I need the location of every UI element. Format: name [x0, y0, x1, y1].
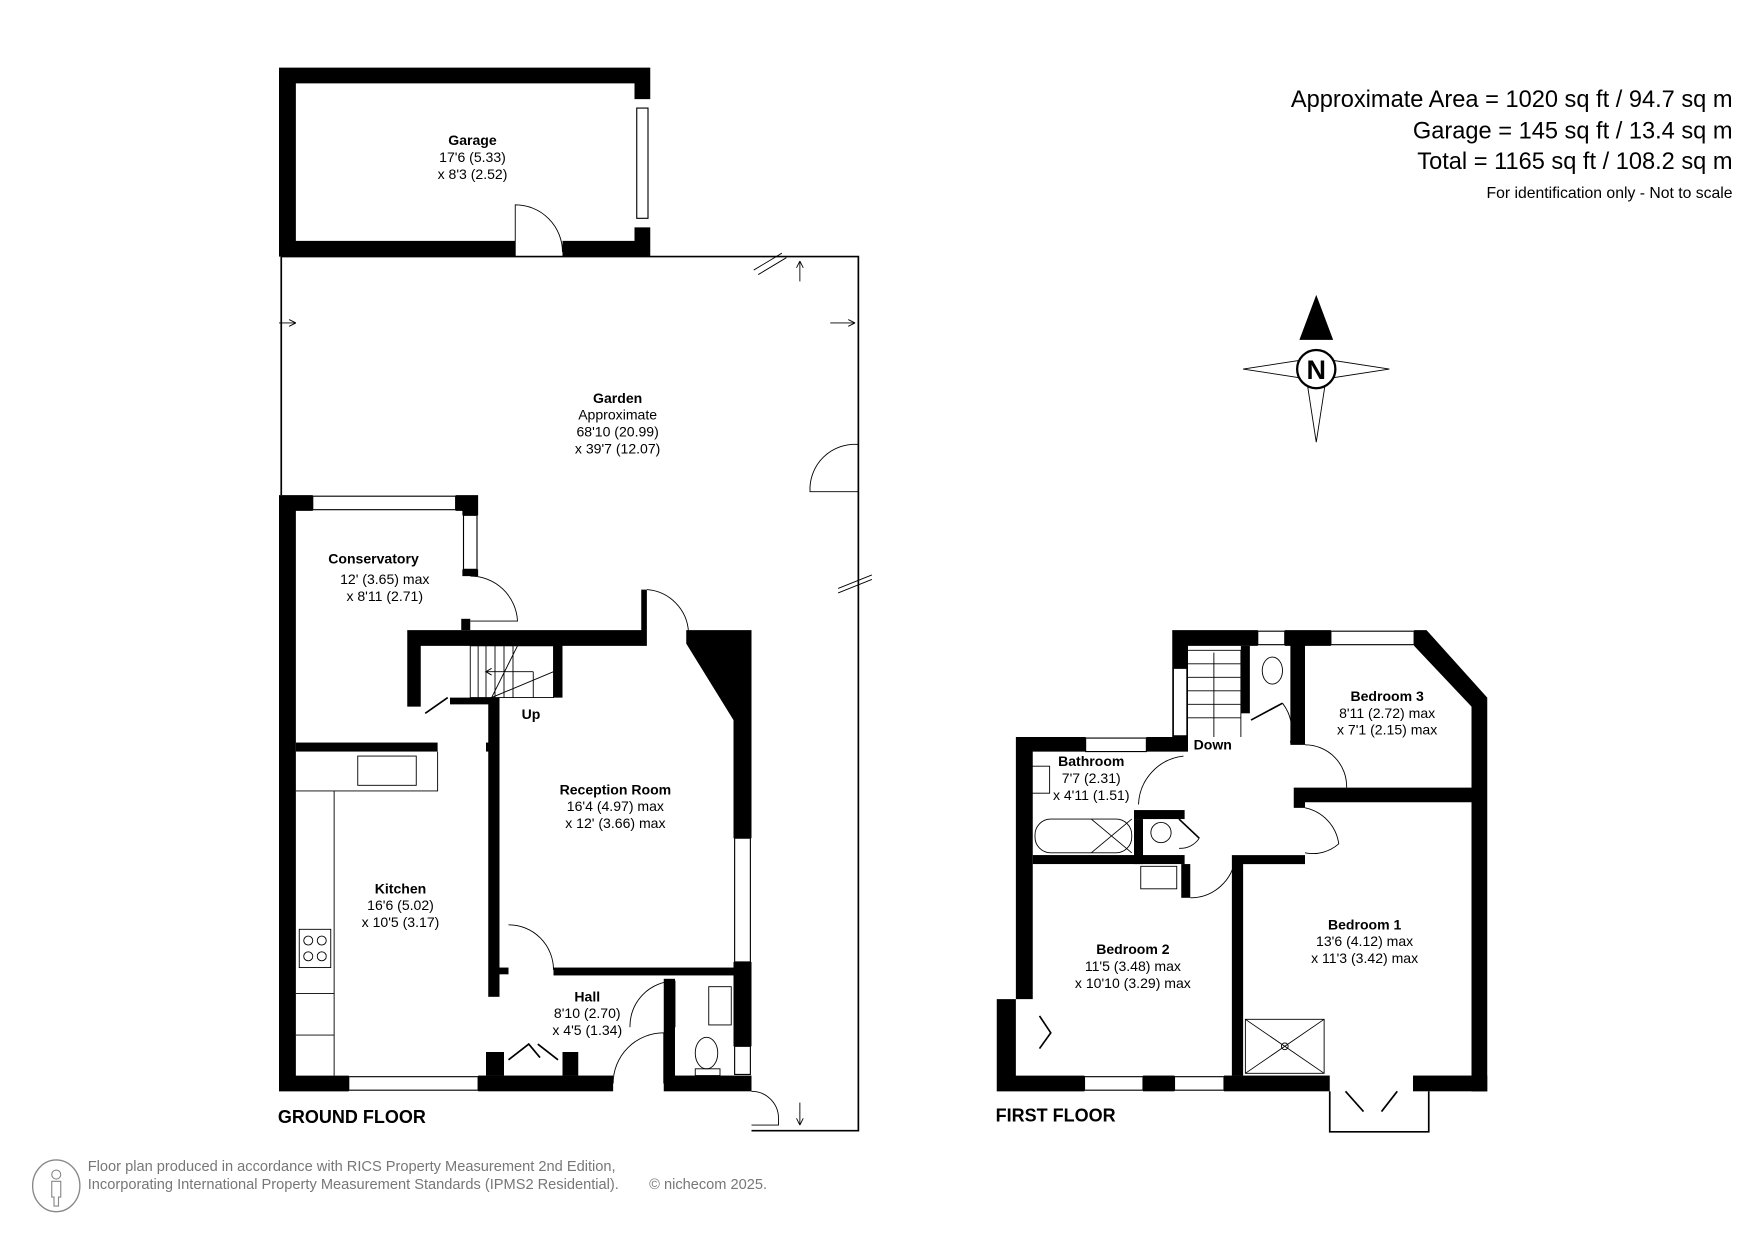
- room-dimension: x 10'5 (3.17): [362, 914, 440, 930]
- room-dimension: 16'6 (5.02): [367, 897, 434, 913]
- room-name: Bedroom 3: [1350, 688, 1424, 704]
- room-name: Garage: [448, 132, 497, 148]
- room-dimension: Approximate: [578, 407, 657, 423]
- total-area: Total = 1165 sq ft / 108.2 sq m: [1417, 149, 1732, 175]
- stairs-down-label: Down: [1194, 736, 1232, 752]
- room-dimension: 7'7 (2.31): [1062, 770, 1121, 786]
- room-reception: Reception Room 16'4 (4.97) max x 12' (3.…: [560, 781, 672, 831]
- room-name: Bedroom 1: [1328, 916, 1402, 932]
- first-floor-label: FIRST FLOOR: [996, 1106, 1116, 1126]
- ground-floor-plan: Up Garage 17'6 (5.33) x 8'3 (2.52): [278, 67, 873, 1132]
- area-summary: Approximate Area = 1020 sq ft / 94.7 sq …: [1291, 87, 1733, 202]
- compass-north-icon: N: [1243, 294, 1390, 443]
- room-dimension: x 39'7 (12.07): [575, 440, 660, 456]
- room-dimension: x 10'10 (3.29) max: [1075, 975, 1191, 991]
- room-bathroom: Bathroom 7'7 (2.31) x 4'11 (1.51): [1053, 753, 1130, 803]
- room-kitchen: Kitchen 16'6 (5.02) x 10'5 (3.17): [362, 880, 440, 930]
- room-dimension: x 12' (3.66) max: [565, 815, 665, 831]
- room-conservatory: Conservatory 12' (3.65) max x 8'11 (2.71…: [328, 551, 429, 604]
- room-dimension: 8'11 (2.72) max: [1339, 705, 1435, 721]
- copyright: © nichecom 2025.: [649, 1177, 767, 1193]
- room-name: Bedroom 2: [1096, 941, 1170, 957]
- room-dimension: 13'6 (4.12) max: [1316, 933, 1413, 949]
- room-dimension: 17'6 (5.33): [439, 149, 506, 165]
- room-dimension: 12' (3.65) max: [340, 571, 429, 587]
- first-floor-plan: Down Bedroom 3 8'11 (2.72) max x 7'1 (2.…: [996, 630, 1488, 1133]
- compass-label: N: [1307, 355, 1327, 385]
- room-name: Bathroom: [1058, 753, 1124, 769]
- room-dimension: x 4'11 (1.51): [1053, 787, 1130, 803]
- ground-floor-label: GROUND FLOOR: [278, 1107, 426, 1127]
- room-garden: Garden Approximate 68'10 (20.99) x 39'7 …: [575, 390, 660, 457]
- room-name: Conservatory: [328, 551, 419, 567]
- garage-area: Garage = 145 sq ft / 13.4 sq m: [1413, 118, 1733, 144]
- room-dimension: x 11'3 (3.42) max: [1311, 950, 1418, 966]
- room-dimension: 11'5 (3.48) max: [1085, 958, 1181, 974]
- stairs-up-label: Up: [522, 706, 541, 722]
- room-dimension: 16'4 (4.97) max: [567, 798, 664, 814]
- footer-line-2: Incorporating International Property Mea…: [88, 1177, 619, 1193]
- stairs-down: Down: [1188, 645, 1250, 752]
- room-garage: Garage 17'6 (5.33) x 8'3 (2.52): [438, 132, 508, 182]
- room-dimension: x 4'5 (1.34): [552, 1022, 622, 1038]
- room-dimension: 68'10 (20.99): [576, 424, 658, 440]
- room-hall: Hall 8'10 (2.70) x 4'5 (1.34): [552, 988, 622, 1038]
- room-dimension: x 8'11 (2.71): [346, 588, 423, 604]
- person-icon: [31, 1159, 81, 1213]
- footer-line-1: Floor plan produced in accordance with R…: [88, 1159, 616, 1175]
- room-dimension: x 7'1 (2.15) max: [1337, 722, 1437, 738]
- stairs-up: Up: [424, 645, 554, 722]
- approximate-area: Approximate Area = 1020 sq ft / 94.7 sq …: [1291, 87, 1733, 113]
- room-bedroom-1: Bedroom 1 13'6 (4.12) max x 11'3 (3.42) …: [1311, 916, 1418, 966]
- room-bedroom-2: Bedroom 2 11'5 (3.48) max x 10'10 (3.29)…: [1075, 941, 1191, 991]
- disclaimer: For identification only - Not to scale: [1487, 185, 1733, 202]
- footer: Floor plan produced in accordance with R…: [31, 1159, 767, 1213]
- room-name: Garden: [593, 390, 642, 406]
- room-dimension: 8'10 (2.70): [554, 1005, 621, 1021]
- room-bedroom-3: Bedroom 3 8'11 (2.72) max x 7'1 (2.15) m…: [1337, 688, 1437, 738]
- room-name: Hall: [574, 988, 600, 1004]
- room-name: Reception Room: [560, 781, 672, 797]
- room-dimension: x 8'3 (2.52): [438, 166, 508, 182]
- room-name: Kitchen: [375, 880, 427, 896]
